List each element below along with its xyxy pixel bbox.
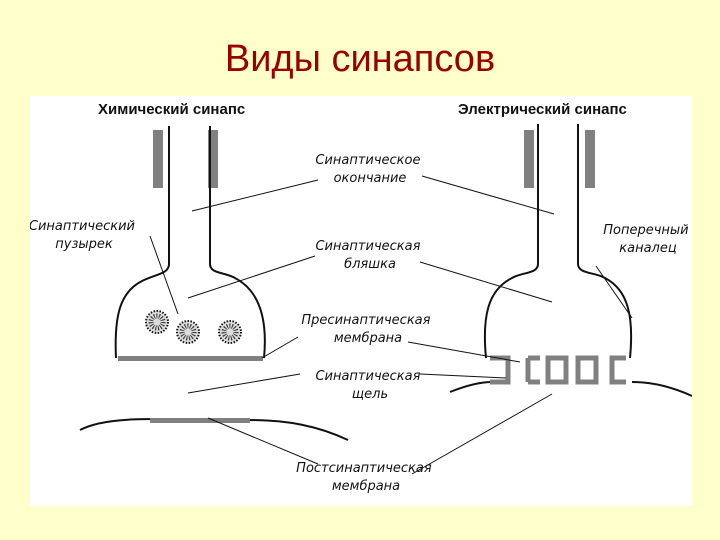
synaptic-vesicles bbox=[145, 310, 242, 344]
chemical-terminal-outline bbox=[114, 126, 266, 359]
chemical-synapse bbox=[79, 126, 349, 441]
leader-lines bbox=[149, 175, 633, 475]
gap-junction-channels bbox=[490, 355, 626, 385]
label-synaptic-vesicle: Синаптический пузырек bbox=[30, 219, 139, 252]
electrical-axon-marker-left bbox=[524, 130, 534, 188]
label-synaptic-bouton: Синаптическая бляшка bbox=[315, 239, 424, 272]
label-presynaptic-membrane: Пресинаптическая мембрана bbox=[301, 313, 434, 346]
channel-3 bbox=[545, 355, 569, 385]
channel-5 bbox=[609, 355, 626, 385]
channel-4 bbox=[575, 355, 599, 385]
electrical-synapse-heading: Электрический синапс bbox=[458, 101, 627, 118]
chemical-axon-marker-right bbox=[208, 130, 218, 188]
electrical-synapse bbox=[449, 124, 692, 397]
label-synaptic-cleft: Синаптическая щель bbox=[315, 369, 424, 402]
vesicle-3-dots bbox=[221, 323, 239, 341]
chemical-synapse-heading: Химический синапс bbox=[98, 101, 245, 118]
electrical-axon-marker-right bbox=[585, 130, 595, 188]
label-transverse-channel: Поперечный каналец bbox=[603, 223, 692, 256]
vesicle-1-dots bbox=[148, 313, 166, 331]
chemical-presynaptic-membrane bbox=[118, 356, 263, 361]
slide-title: Виды синапсов bbox=[224, 38, 496, 80]
electrical-terminal-outline bbox=[483, 124, 633, 359]
channel-2 bbox=[525, 355, 540, 385]
synapse-diagram: Химический синапс Электрический синапс bbox=[30, 101, 692, 494]
label-postsynaptic-membrane: Постсинаптическая мембрана bbox=[296, 461, 436, 494]
vesicle-2-dots bbox=[179, 323, 197, 341]
diagram-panel: Химический синапс Электрический синапс bbox=[30, 96, 692, 506]
label-synaptic-ending: Синаптическое окончание bbox=[315, 153, 424, 186]
chemical-axon-marker-left bbox=[153, 130, 163, 188]
chemical-postsynaptic-membrane bbox=[150, 418, 250, 423]
electrical-postsynaptic-outline bbox=[449, 381, 692, 397]
